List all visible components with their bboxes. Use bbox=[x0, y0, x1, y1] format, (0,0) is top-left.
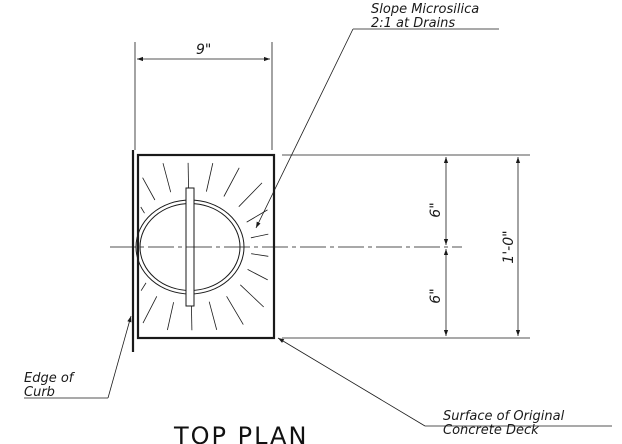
slope-hatch-mark bbox=[251, 253, 269, 257]
slope-hatch-mark bbox=[208, 301, 218, 331]
deck-leader bbox=[277, 337, 426, 427]
slope-hatch-mark bbox=[187, 162, 189, 191]
slope-hatch-mark bbox=[226, 296, 244, 325]
slope-note: Slope Microsilica 2:1 at Drains bbox=[255, 2, 499, 229]
slope-note-line2: 2:1 at Drains bbox=[371, 16, 455, 31]
width-dimension: 9" bbox=[134, 42, 273, 150]
slope-hatch-mark bbox=[142, 296, 158, 324]
curb-leader bbox=[107, 315, 132, 399]
slope-hatch-mark bbox=[191, 303, 193, 331]
deck-note: Surface of Original Concrete Deck bbox=[277, 337, 612, 438]
slope-hatch-mark bbox=[206, 163, 214, 192]
slope-hatch-mark bbox=[223, 167, 240, 197]
width-dim-label: 9" bbox=[196, 42, 211, 58]
slope-hatch-mark bbox=[167, 302, 174, 331]
slope-hatch-mark bbox=[246, 209, 268, 223]
slope-hatch-mark bbox=[238, 182, 263, 207]
reference-lines bbox=[110, 154, 530, 339]
slope-hatching bbox=[140, 162, 269, 331]
drawing-title: TOP PLAN bbox=[173, 422, 308, 444]
slope-note-line1: Slope Microsilica bbox=[371, 2, 479, 17]
slope-leader bbox=[255, 28, 354, 229]
height-dimensions: 6" 6" 1'-0" bbox=[428, 157, 521, 336]
lower-dim-label: 6" bbox=[428, 288, 444, 303]
curb-box bbox=[131, 150, 276, 352]
curb-note: Edge of Curb bbox=[24, 315, 132, 400]
slope-hatch-mark bbox=[140, 206, 145, 214]
curb-note-line2: Curb bbox=[24, 385, 55, 400]
slope-hatch-mark bbox=[250, 233, 269, 239]
deck-note-line1: Surface of Original bbox=[443, 409, 565, 424]
upper-dim-label: 6" bbox=[428, 202, 444, 217]
deck-note-line2: Concrete Deck bbox=[443, 423, 539, 438]
drain-box-outline bbox=[136, 153, 276, 340]
slope-hatch-mark bbox=[162, 163, 172, 193]
overall-dim-label: 1'-0" bbox=[501, 230, 517, 263]
slope-hatch-mark bbox=[240, 284, 264, 308]
slope-hatch-mark bbox=[142, 177, 156, 201]
slope-hatch-mark bbox=[140, 282, 147, 291]
curb-note-line1: Edge of bbox=[24, 371, 76, 386]
slope-hatch-mark bbox=[247, 269, 268, 281]
